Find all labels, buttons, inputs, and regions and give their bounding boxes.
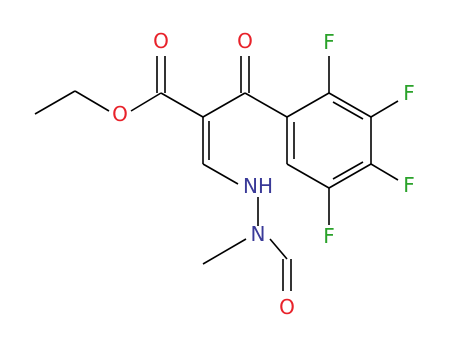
atom-nh: NH	[243, 174, 273, 198]
atom-labels: O O O NH N O F F F F	[112, 29, 415, 319]
ring-double-inner-1	[332, 101, 364, 120]
bond-n-cformyl	[269, 238, 288, 260]
atom-o-ketone: O	[237, 29, 253, 53]
bond-cester-calpha	[160, 92, 204, 118]
atom-f-2: F	[403, 81, 415, 105]
bond-cketone-ring	[244, 92, 288, 118]
ring-bond-2	[328, 92, 372, 118]
bond-oester-cester	[130, 92, 162, 112]
bond-calpha-cketone	[202, 92, 246, 118]
atom-f-4: F	[323, 224, 335, 248]
bond-ch2-oester	[74, 90, 110, 112]
atom-o-ester-carbonyl: O	[153, 29, 169, 53]
ring-bond-4	[328, 163, 372, 189]
bond-c-f2	[370, 100, 399, 118]
bonds	[34, 56, 399, 291]
atom-n-methyl: N	[251, 222, 266, 246]
ring-double-inner-2	[332, 161, 364, 180]
ring-bond-1	[286, 92, 330, 118]
ring-bond-5	[286, 163, 330, 189]
atom-o-formyl: O	[279, 295, 295, 319]
bond-n-methyl	[202, 238, 247, 265]
atom-o-ester: O	[112, 102, 128, 126]
bond-cvinyl-nh	[202, 163, 239, 185]
atom-f-1: F	[323, 30, 335, 54]
bond-ch3-ch2	[34, 90, 76, 115]
atom-f-3: F	[403, 173, 415, 197]
bond-c-f3	[370, 163, 399, 181]
